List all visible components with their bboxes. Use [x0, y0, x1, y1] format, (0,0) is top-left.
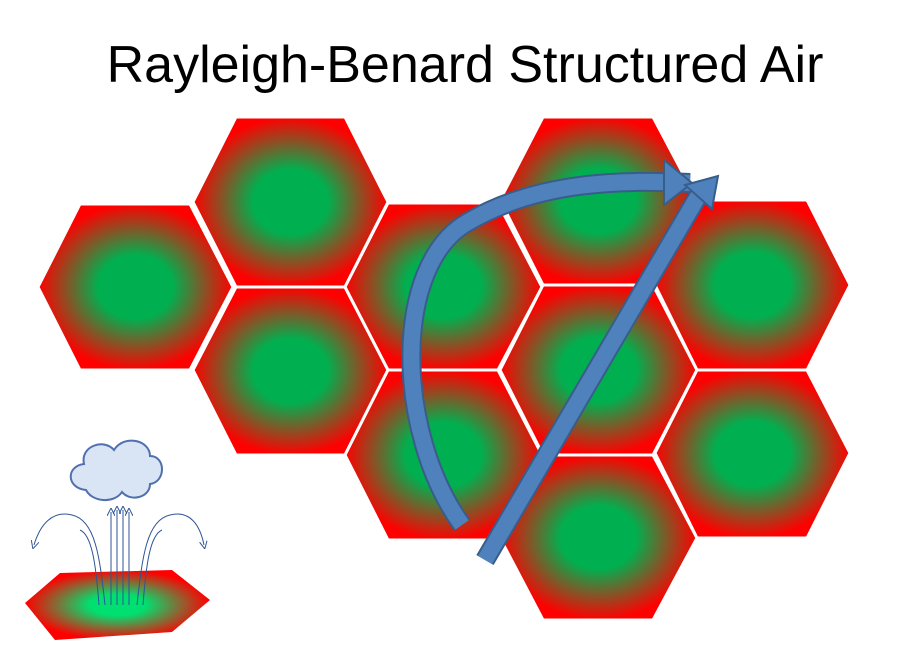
curved-flow-arrow: [401, 157, 694, 531]
hex-cell-1: [36, 202, 235, 372]
straight-flow-arrow: [476, 174, 720, 566]
hex-cell-10: [653, 368, 852, 540]
slide-title: Rayleigh-Benard Structured Air: [106, 36, 824, 94]
flow-lines: [34, 510, 204, 606]
hex-cells: [36, 115, 852, 622]
cloud-icon: [69, 439, 163, 501]
convection-inset: [25, 439, 210, 640]
